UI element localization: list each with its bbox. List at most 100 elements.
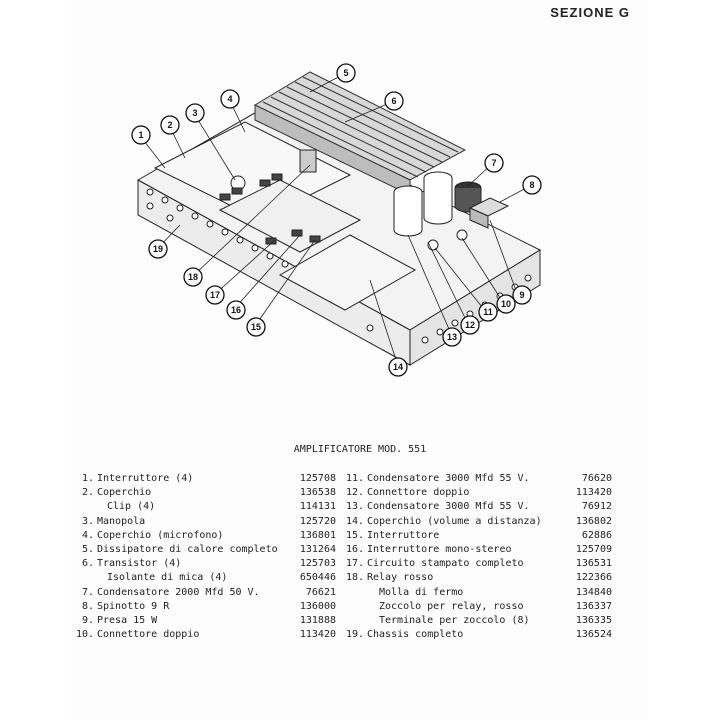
callout-2: 2 [160,115,180,135]
callout-9: 9 [512,285,532,305]
svg-text:19: 19 [153,244,163,254]
part-number: 12. [346,487,365,499]
part-description: Interruttore mono-stereo [367,543,512,555]
part-code: 125720 [299,515,336,527]
svg-text:2: 2 [167,120,172,130]
part-code: 125709 [575,543,612,555]
part-description: Clip (4) [107,501,156,513]
parts-list-item: 17.Circuito stampato completo 136531 [346,557,612,571]
part-number: 18. [346,572,365,584]
part-description: Condensatore 2000 Mfd 50 V. [97,586,260,598]
callout-17: 17 [205,285,225,305]
callout-6: 6 [384,91,404,111]
amplifier-exploded-drawing: 1 2 3 4 5 6 7 8 9 10 11 12 13 14 15 16 1… [131,63,542,377]
callout-18: 18 [183,267,203,287]
part-description: Isolante di mica (4) [107,572,228,584]
callout-10: 10 [496,294,516,314]
page-title: AMPLIFICATORE MOD. 551 [293,444,427,455]
svg-text:17: 17 [210,290,220,300]
callout-11: 11 [478,302,498,322]
parts-list-item: 5.Dissipatore di calore completo 131264 [76,543,336,557]
callout-19: 19 [148,239,168,259]
parts-list-item: 8.Spinotto 9 R 136000 [76,600,336,614]
part-code: 136801 [299,529,336,541]
callout-13: 13 [442,327,462,347]
part-number: 17. [346,558,365,570]
parts-list-item: Clip (4)114131 [76,500,336,514]
callout-8: 8 [522,175,542,195]
part-description: Dissipatore di calore completo [97,543,278,555]
parts-list-item: 15.Interruttore 62886 [346,529,612,543]
parts-list-item: 1.Interruttore (4) 125708 [76,472,336,486]
part-description: Interruttore [367,529,440,541]
part-code: 62886 [581,529,612,541]
parts-list-item: 13.Condensatore 3000 Mfd 55 V.76912 [346,500,612,514]
part-number: 11. [346,473,365,484]
parts-list-item: 11.Condensatore 3000 Mfd 55 V.76620 [346,472,612,486]
part-code: 136524 [575,629,612,641]
callout-15: 15 [246,317,266,337]
part-description: Transistor (4) [97,558,182,570]
part-code: 136000 [299,600,336,612]
part-description: Interruttore (4) [97,473,194,484]
part-code: 136802 [575,515,612,527]
parts-list-item: Isolante di mica (4)650446 [76,571,336,585]
part-number: 19. [346,629,365,641]
part-code: 125703 [299,558,336,570]
svg-text:9: 9 [519,290,524,300]
part-number: 8. [81,600,94,612]
parts-list-item: 7.Condensatore 2000 Mfd 50 V.76621 [76,586,336,600]
part-description: Zoccolo per relay, rosso [379,600,524,612]
part-description: Manopola [97,515,146,527]
part-code: 134840 [575,586,612,598]
part-code: 125708 [299,473,336,484]
svg-text:1: 1 [138,130,143,140]
svg-text:16: 16 [231,305,241,315]
part-number: 5. [81,543,94,555]
parts-list-item: Terminale per zoccolo (8) 136335 [346,614,612,628]
svg-text:10: 10 [501,299,511,309]
svg-text:4: 4 [227,94,232,104]
parts-list-item: 6.Transistor (4)125703 [76,557,336,571]
part-description: Presa 15 W [97,614,158,626]
svg-text:14: 14 [393,362,403,372]
svg-text:13: 13 [447,332,457,342]
part-number: 4. [81,529,94,541]
callout-3: 3 [185,103,205,123]
part-description: Terminale per zoccolo (8) [379,614,530,626]
part-code: 113420 [299,629,336,641]
callout-4: 4 [220,89,240,109]
part-code: 131264 [299,543,336,555]
part-code: 76621 [305,586,336,598]
part-description: Coperchio (volume a distanza) [367,515,542,527]
svg-text:18: 18 [188,272,198,282]
part-description: Relay rosso [367,572,434,584]
part-number: 9. [81,614,94,626]
part-code: 136335 [575,614,612,626]
part-description: Connettore doppio [367,487,470,499]
part-description: Coperchio (microfono) [97,529,224,541]
svg-text:11: 11 [483,307,493,317]
svg-text:7: 7 [491,158,496,168]
part-code: 76620 [581,473,612,484]
part-code: 136531 [575,558,612,570]
callout-12: 12 [460,315,480,335]
part-number: 1. [81,473,94,484]
part-number: 14. [346,515,365,527]
svg-text:12: 12 [465,320,475,330]
section-label: SEZIONE G [550,5,630,20]
part-code: 136337 [575,600,612,612]
parts-list-item: 14.Coperchio (volume a distanza) 136802 [346,515,612,529]
part-description: Spinotto 9 R [97,600,170,612]
callout-14: 14 [388,357,408,377]
part-description: Circuito stampato completo [367,558,524,570]
part-number: 15. [346,529,365,541]
